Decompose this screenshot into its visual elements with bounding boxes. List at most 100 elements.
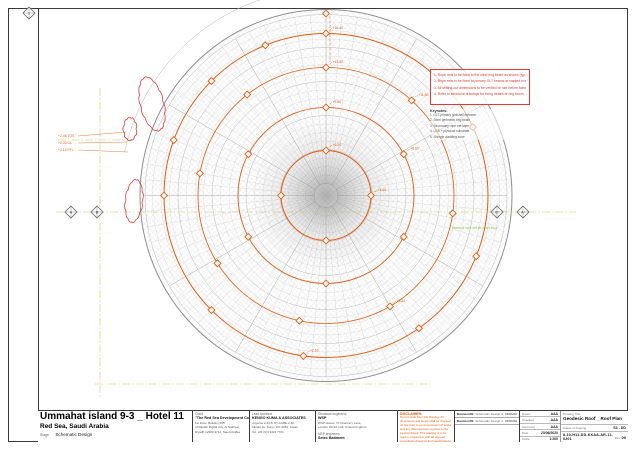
keynote-item: 2. Steel perimeter ring beam [430, 118, 471, 123]
title-block: Ummahat island 9-3 _ Hotel 11 Red Sea, S… [38, 410, 628, 442]
node-marker [399, 232, 408, 241]
client-label: Client [195, 412, 204, 416]
node-marker [321, 63, 331, 72]
keynotes-title: Keynotes: [430, 109, 448, 113]
mep-engineer-block: MEP engineers Setec Batiment 42-52 Quai … [318, 432, 395, 442]
structural-engineer-block: Structural engineers WSP WSP House, 70 C… [318, 412, 395, 430]
revision-empty-space [455, 425, 519, 442]
architect-address: Minato-ku, Tokyo 107-0062, Japan [252, 425, 298, 430]
marker-label: +5.20 [397, 299, 406, 303]
project-location: Red Sea, Saudi Arabia [40, 422, 109, 430]
node-marker [276, 191, 286, 200]
grid-bubble-label: 1 [28, 11, 30, 15]
grid-bubble-label: A' [521, 210, 525, 214]
structural-address: WSP House, 70 Chancery Lane, [318, 420, 362, 425]
scale-label: Scale [522, 437, 530, 442]
architect-address: Aoyama 2-24-8, BY-CUBE 2-4F, [252, 420, 295, 425]
client-address: Riyadh 12382-3712, Saudi Arabia [195, 429, 240, 434]
node-marker [321, 279, 331, 288]
disclaimer-cell: DISCLAIMER: Do not scale from this drawi… [398, 411, 455, 442]
datum-label: +2.10 FFL [58, 148, 74, 152]
keynote-item: 4. LGS + plywood substrate [430, 129, 470, 134]
node-marker [399, 150, 408, 159]
architect-address: Tel. +81 (0)3 3401 7721 [252, 429, 284, 434]
client-address: Al Raidah Digital City, Al Nakheel, [195, 425, 240, 430]
drawn-value: AAA [550, 411, 558, 416]
structural-address: London WC2A 1AF, United Kingdom [318, 425, 367, 430]
architect-label: Lead Architect [252, 412, 273, 416]
node-marker [299, 351, 308, 360]
node-marker [321, 103, 331, 112]
project-title: Ummahat island 9-3 _ Hotel 11 [40, 411, 184, 422]
node-marker [207, 76, 216, 85]
datum-label: +2.45 TOS [58, 134, 75, 138]
mep-name: Setec Batiment [318, 435, 345, 440]
revision-desc: Schematic Design issue [475, 412, 503, 416]
client-cell: Client "The Red Sea Development Company"… [193, 411, 250, 442]
grid-bubble-label: B' [495, 210, 499, 214]
mep-label: MEP engineers [318, 431, 340, 436]
grid-bubble-label: B [96, 210, 99, 214]
disclaimer-text: Do not scale from this drawing. All dime… [400, 415, 452, 442]
keynote-item: 3. Secondary rope net layer [430, 123, 470, 128]
note-line: 2. Rope nets to be fixed to primary GLT … [434, 79, 526, 84]
marker-label: +11.80 [418, 93, 428, 97]
revision-row: Revision00 Schematic Design issue 23/06/… [455, 418, 519, 425]
drawing-title-label: Drawing Title [563, 412, 581, 416]
date-value: 23/06/2020 [541, 430, 558, 435]
project-cell: Ummahat island 9-3 _ Hotel 11 Red Sea, S… [38, 411, 193, 442]
note-line: 3. All setting-out dimensions to be veri… [434, 85, 526, 90]
approved-value: AAA [550, 424, 558, 429]
drawing-number-row: 8-10-H11-DD-KKAA-AR-11-0201 Rev. 00 [561, 431, 628, 442]
node-marker [244, 232, 253, 241]
fields-cell: Drawn AAA Checked AAA Approved AAA Date … [520, 411, 628, 442]
drawing-number: 8-10-H11-DD-KKAA-AR-11-0201 [563, 433, 613, 441]
construction-arc [124, 0, 261, 153]
marker-leader [393, 301, 397, 304]
revision-desc: Schematic Design issue [475, 419, 503, 423]
node-marker [207, 306, 216, 315]
marker-leader [329, 62, 333, 65]
node-marker [243, 90, 252, 99]
marker-label: +9.80 [333, 100, 342, 104]
node-marker [385, 302, 395, 311]
keynote-item: 1. GLT primary gridshell member [430, 113, 477, 117]
rev-label: Rev. [615, 435, 621, 440]
datum-label: +2.30 GL [58, 141, 72, 145]
node-marker [321, 29, 331, 38]
node-marker [448, 209, 457, 218]
drawn-label: Drawn [522, 411, 531, 416]
date-label: Date [522, 430, 529, 435]
marker-leader [329, 102, 333, 105]
checked-label: Checked [522, 418, 534, 423]
node-marker [159, 191, 169, 200]
keynotes-list: Keynotes: 1. GLT primary gridshell membe… [430, 109, 530, 141]
datum-leader [77, 149, 129, 153]
revision-id: Revision00 [457, 419, 474, 423]
rev-value: 00 [621, 434, 626, 440]
revision-id: Revision00 [457, 412, 474, 416]
revision-table: Revision00 Schematic Design issue 23/06/… [455, 411, 520, 442]
marker-leader [329, 28, 333, 31]
node-marker [244, 150, 253, 159]
grid-bubble-label: A [70, 210, 73, 214]
marker-leader [329, 145, 333, 148]
stage-value: Schematic Design [55, 432, 93, 437]
status-row: Status of drawing S3 - DD [561, 424, 628, 431]
node-marker [366, 191, 376, 200]
marker-label: +13.60 [333, 60, 344, 64]
stage-label: Stage [40, 433, 49, 437]
node-marker [414, 324, 423, 333]
stage-row: Stage Schematic Design [40, 423, 92, 441]
marker-label: +6.20 [333, 143, 342, 147]
datum-leader [77, 141, 128, 144]
checked-value: AAA [550, 418, 558, 423]
architect-cell: Lead Architect KENGO KUMA & ASSOCIATES A… [250, 411, 316, 442]
node-marker [321, 236, 331, 245]
node-marker [472, 252, 481, 261]
note-line: 4. Refer to structural drawings for fixi… [434, 92, 525, 97]
scale-value: 1:200 [549, 437, 558, 442]
rev-box: Rev. 00 [615, 435, 626, 440]
